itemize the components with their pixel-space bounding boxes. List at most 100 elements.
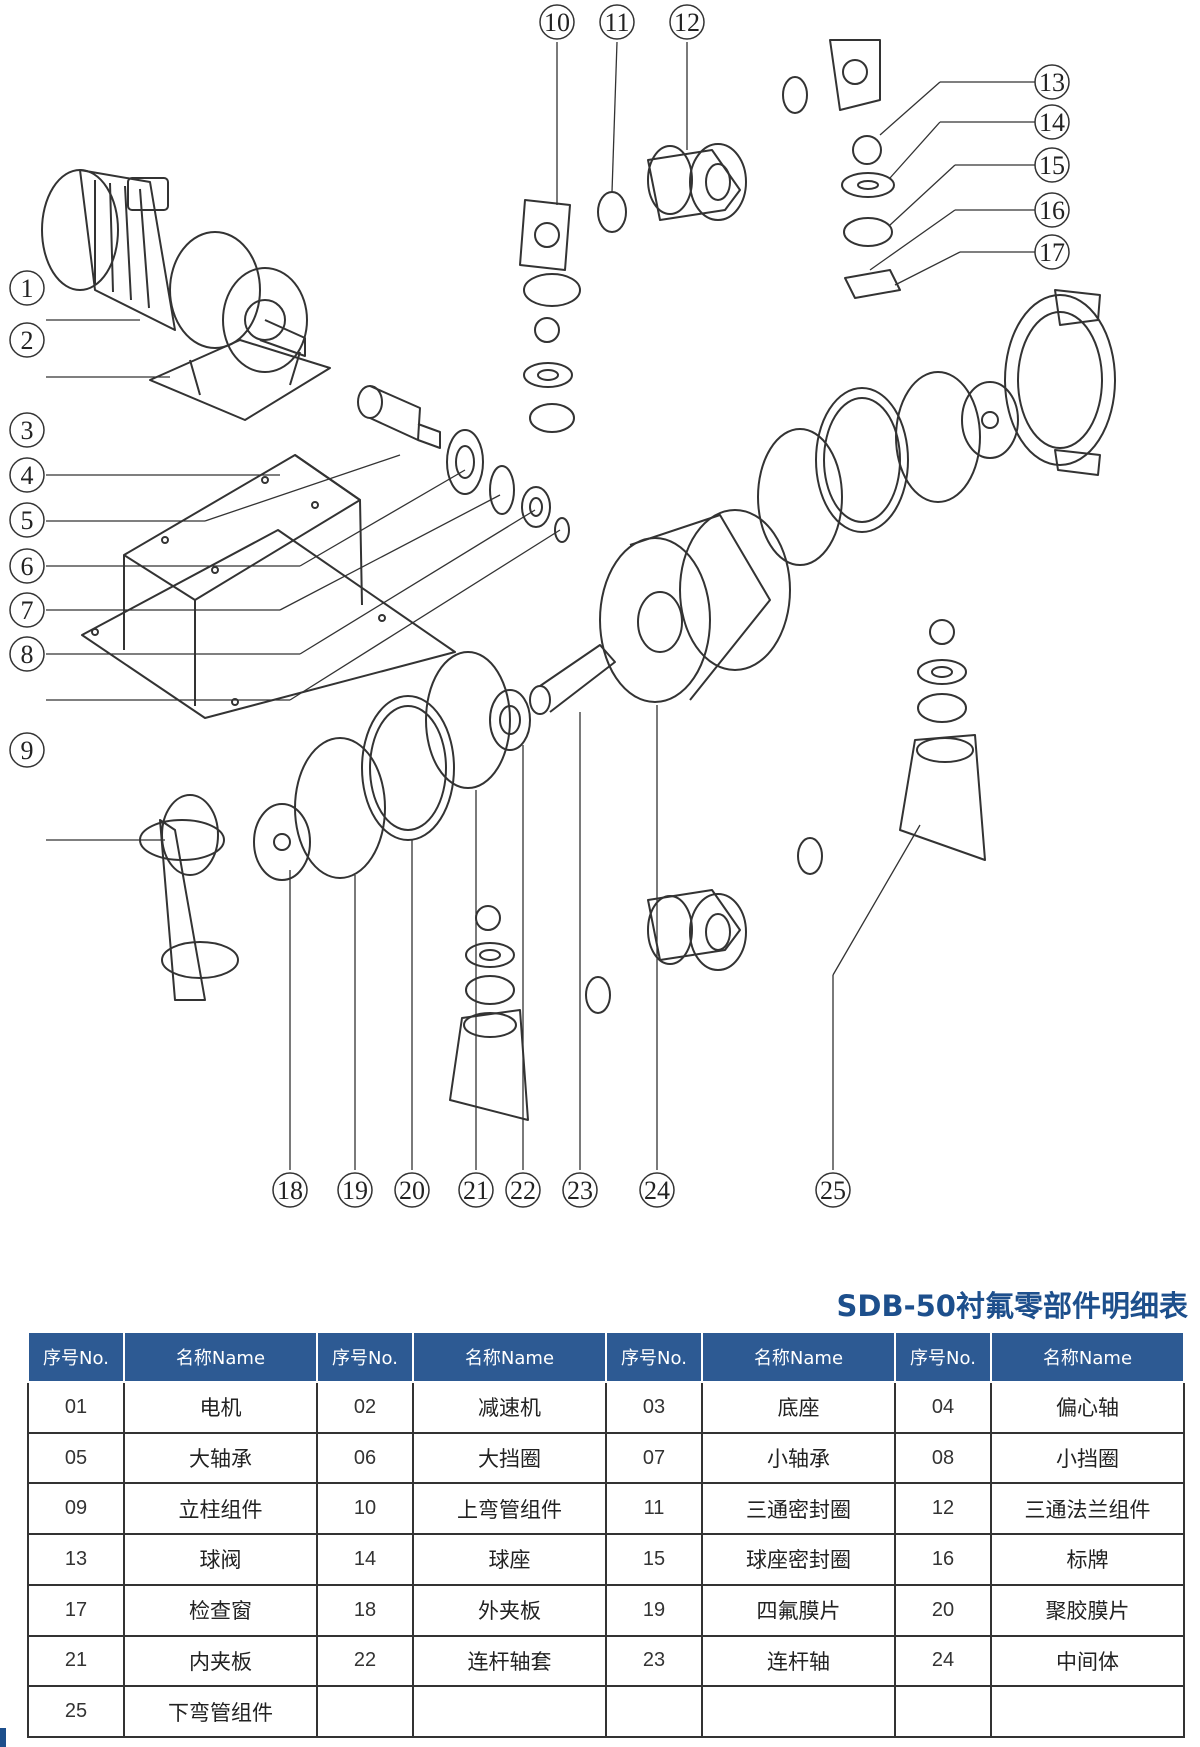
exploded-view-diagram: 1234567891011121314151617181920212223242… xyxy=(9,4,1116,1208)
part-name-cell: 球座 xyxy=(412,1533,607,1586)
callout-number: 22 xyxy=(510,1176,536,1205)
part-number-cell: 24 xyxy=(894,1634,992,1688)
callout-number: 7 xyxy=(21,596,34,625)
part-name-cell: 底座 xyxy=(701,1381,896,1434)
part-number-cell: 17 xyxy=(27,1583,125,1637)
part-number-cell xyxy=(894,1685,992,1738)
part-name-cell: 中间体 xyxy=(990,1634,1185,1688)
part-name-cell xyxy=(412,1685,607,1738)
header-no-1: 序号No. xyxy=(27,1331,125,1383)
callout-circle xyxy=(639,1172,675,1208)
part-number-cell xyxy=(605,1685,703,1738)
callout-circle xyxy=(815,1172,851,1208)
part-name-cell xyxy=(701,1685,896,1738)
header-no-2: 序号No. xyxy=(316,1331,414,1383)
header-no-3: 序号No. xyxy=(605,1331,703,1383)
part-number-cell: 01 xyxy=(27,1381,125,1434)
upright-assembly-part xyxy=(139,794,239,1001)
callout-number: 18 xyxy=(277,1176,303,1205)
callout-circle xyxy=(599,4,635,40)
part-name-cell: 减速机 xyxy=(412,1381,607,1434)
callout-number: 19 xyxy=(342,1176,368,1205)
motor-part xyxy=(41,169,176,331)
part-name-cell: 小挡圈 xyxy=(990,1431,1185,1485)
callout-circle xyxy=(337,1172,373,1208)
part-number-cell: 13 xyxy=(27,1533,125,1586)
part-number-cell: 22 xyxy=(316,1634,414,1688)
callout-number: 10 xyxy=(544,8,570,37)
part-number-cell: 23 xyxy=(605,1634,703,1688)
callout-number: 23 xyxy=(567,1176,593,1205)
callout-number: 12 xyxy=(674,8,700,37)
part-number-cell: 05 xyxy=(27,1431,125,1485)
callout-circle xyxy=(1034,104,1070,140)
callout-circle xyxy=(1034,192,1070,228)
callout-circle xyxy=(505,1172,541,1208)
pump-head-right-part xyxy=(1004,289,1116,476)
part-name-cell: 大挡圈 xyxy=(412,1431,607,1485)
part-number-cell: 16 xyxy=(894,1533,992,1586)
callout-number: 6 xyxy=(21,552,34,581)
callout-circle xyxy=(9,548,45,584)
part-name-cell: 球阀 xyxy=(123,1533,318,1586)
part-name-cell: 立柱组件 xyxy=(123,1482,318,1536)
callout-number: 17 xyxy=(1039,238,1065,267)
part-number-cell: 18 xyxy=(316,1583,414,1637)
part-number-cell: 07 xyxy=(605,1431,703,1485)
reducer-part xyxy=(149,231,331,421)
part-number-cell: 25 xyxy=(27,1685,125,1738)
diaphragm-left-part xyxy=(253,651,511,881)
header-name-4: 名称Name xyxy=(990,1331,1185,1383)
callout-number: 14 xyxy=(1039,108,1065,137)
part-name-cell: 上弯管组件 xyxy=(412,1482,607,1536)
tee-seal-ring-part xyxy=(597,191,627,233)
part-name-cell: 下弯管组件 xyxy=(123,1685,318,1738)
part-number-cell: 02 xyxy=(316,1381,414,1434)
accent-bar xyxy=(0,1728,6,1747)
callout-circle xyxy=(9,732,45,768)
part-name-cell: 检查窗 xyxy=(123,1583,318,1637)
top-elbow-part xyxy=(782,39,901,299)
callout-number: 9 xyxy=(21,736,34,765)
callout-circle xyxy=(1034,64,1070,100)
eccentric-shaft-part xyxy=(357,385,441,449)
part-name-cell: 四氟膜片 xyxy=(701,1583,896,1637)
part-number-cell: 14 xyxy=(316,1533,414,1586)
header-no-4: 序号No. xyxy=(894,1331,992,1383)
part-name-cell: 球座密封圈 xyxy=(701,1533,896,1586)
tee-flange-part xyxy=(647,143,747,221)
base-plate-part xyxy=(81,454,456,719)
part-number-cell xyxy=(316,1685,414,1738)
callout-circle xyxy=(669,4,705,40)
lower-elbow-part xyxy=(449,619,986,1121)
part-name-cell: 内夹板 xyxy=(123,1634,318,1688)
part-number-cell: 19 xyxy=(605,1583,703,1637)
callout-circle xyxy=(9,636,45,672)
part-number-cell: 10 xyxy=(316,1482,414,1536)
callout-number: 1 xyxy=(21,274,34,303)
callout-circle xyxy=(394,1172,430,1208)
center-body-part xyxy=(599,509,791,703)
callout-number: 21 xyxy=(463,1176,489,1205)
part-name-cell: 三通法兰组件 xyxy=(990,1482,1185,1536)
part-name-cell: 外夹板 xyxy=(412,1583,607,1637)
callout-number: 25 xyxy=(820,1176,846,1205)
callout-circle xyxy=(272,1172,308,1208)
callout-number: 16 xyxy=(1039,196,1065,225)
part-number-cell: 21 xyxy=(27,1634,125,1688)
callout-circle xyxy=(9,457,45,493)
callout-circle xyxy=(9,502,45,538)
callout-circle xyxy=(1034,147,1070,183)
part-name-cell: 连杆轴 xyxy=(701,1634,896,1688)
header-name-1: 名称Name xyxy=(123,1331,318,1383)
part-name-cell: 标牌 xyxy=(990,1533,1185,1586)
callout-circle xyxy=(9,412,45,448)
callout-circle xyxy=(9,322,45,358)
part-number-cell: 11 xyxy=(605,1482,703,1536)
table-header-row: 序号No. 名称Name 序号No. 名称Name 序号No. 名称Name 序… xyxy=(27,1331,1185,1383)
